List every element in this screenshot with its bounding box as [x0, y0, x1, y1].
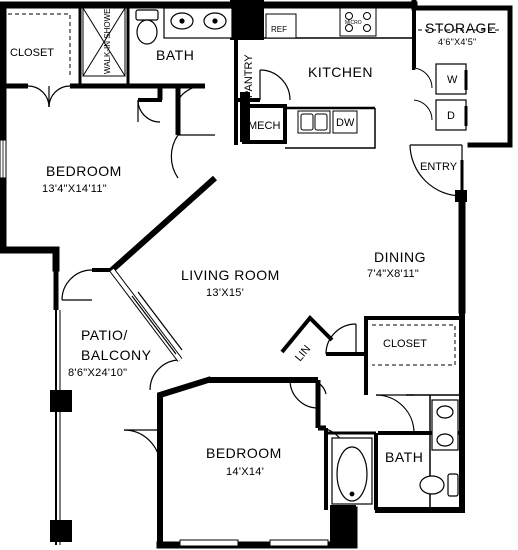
patio-label-line2: BALCONY — [81, 347, 152, 363]
washer-dryer — [413, 63, 468, 131]
kitchen-sink — [297, 110, 358, 134]
shower-fixture — [82, 7, 126, 77]
bathtub — [331, 437, 373, 505]
sliding-door — [110, 268, 183, 362]
refrigerator — [265, 13, 297, 39]
bedroom2-label: BEDROOM — [206, 445, 282, 461]
dining-dim: 7'4"X8'11" — [367, 268, 419, 280]
vanity-sinks — [163, 7, 233, 39]
closet-mid-label: CLOSET — [383, 338, 427, 350]
entry-label: ENTRY — [420, 161, 458, 173]
bedroom1-label: BEDROOM — [46, 163, 122, 179]
kitchen-label: KITCHEN — [308, 64, 373, 80]
storage-label: STORAGE — [425, 20, 497, 36]
bedroom1-dim: 13'4"X14'11" — [42, 183, 107, 195]
bath-vanity — [431, 399, 459, 451]
living-room-label: LIVING ROOM — [181, 267, 280, 283]
mech-label: MECH — [248, 120, 280, 132]
stove-icon — [339, 7, 377, 37]
patio-label-line1: PATIO/ — [81, 327, 128, 343]
room-labels: CLOSET WALK-IN SHOWER BATH REF MICRO PAN… — [10, 3, 497, 478]
dw-label: DW — [336, 117, 355, 129]
washer-label: W — [447, 74, 458, 86]
bath-bottom-label: BATH — [385, 449, 423, 465]
bedroom2-dim: 14'X14' — [226, 466, 264, 478]
ref-label: REF — [271, 25, 287, 34]
bath-top-label: BATH — [156, 47, 194, 63]
living-room-dim: 13'X15' — [206, 287, 244, 299]
walkin-shower-label: WALK-IN SHOWER — [103, 3, 112, 74]
patio-dim: 8'6"X24'10" — [68, 367, 127, 379]
toilet-icon-2 — [419, 473, 459, 497]
toilet-icon — [135, 9, 159, 45]
closet-top-label: CLOSET — [10, 47, 54, 59]
dining-label: DINING — [374, 249, 426, 265]
micro-label: MICRO — [345, 20, 362, 26]
window-bedroom — [0, 139, 7, 179]
pantry-label: PANTRY — [243, 54, 255, 98]
storage-dim: 4'6"X4'5" — [438, 37, 477, 47]
window-bedroom-2 — [179, 539, 329, 547]
door-swings — [27, 69, 463, 467]
dryer-label: D — [447, 110, 455, 122]
linen-label: LIN — [293, 343, 313, 364]
dashed-shelves — [8, 13, 500, 366]
